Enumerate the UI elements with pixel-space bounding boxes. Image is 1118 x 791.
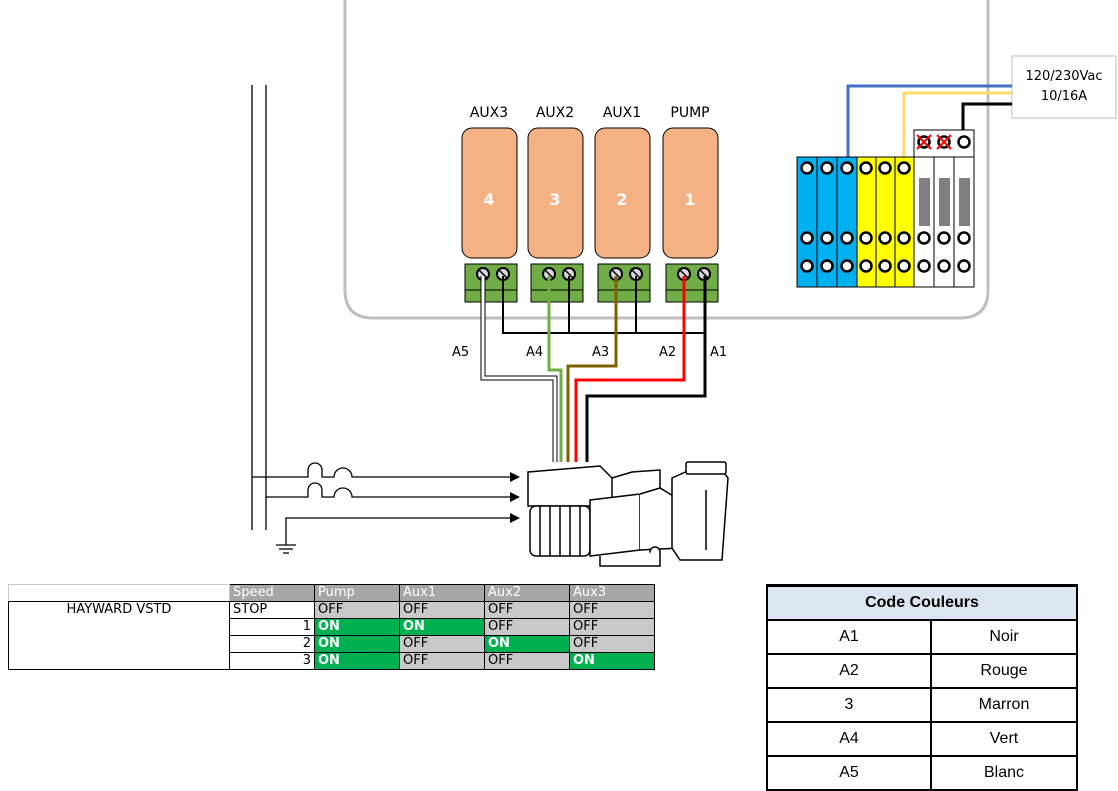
model-name: HAYWARD VSTD [8, 601, 230, 670]
table-cell: 2 [229, 635, 315, 653]
table-cell: ON [484, 635, 570, 653]
enclosure-outline [343, 0, 990, 320]
table-cell: OFF [399, 635, 485, 653]
color-code-title: Code Couleurs [766, 584, 1078, 621]
table-header: Pump [314, 584, 400, 602]
table-row: A4 Vert [766, 721, 1078, 757]
wire-code: A1 [766, 619, 932, 655]
mains-lines [251, 85, 510, 554]
table-cell: ON [569, 652, 655, 670]
table-cell: 1 [229, 618, 315, 636]
table-cell: ON [399, 618, 485, 636]
table-cell: OFF [484, 618, 570, 636]
color-code-table: Code Couleurs A1 Noir A2 Rouge 3 Marron … [766, 584, 1078, 791]
supply-voltage-label: 120/230Vac [1025, 69, 1102, 84]
table-row: HAYWARD VSTD STOP OFF OFF OFF OFF [8, 601, 655, 670]
wire-color-name: Blanc [930, 755, 1078, 791]
table-cell: OFF [484, 601, 570, 619]
supply-current-label: 10/16A [1041, 89, 1087, 104]
unused-terminal-cross-icon [916, 134, 952, 150]
relay-label: PUMP [670, 105, 709, 121]
table-cell: STOP [229, 601, 315, 619]
pump-icon [527, 461, 729, 567]
wire-code: 3 [766, 687, 932, 723]
table-row: Speed Pump Aux1 Aux2 Aux3 [8, 584, 655, 602]
table-row: 2 ON OFF ON OFF [9, 635, 655, 653]
wire-label-a3: A3 [592, 345, 609, 360]
relay-pump: PUMP 1 [662, 105, 719, 259]
table-cell: ON [314, 652, 400, 670]
table-cell: OFF [569, 618, 655, 636]
wire-code: A5 [766, 755, 932, 791]
wire-code: A4 [766, 721, 932, 757]
wire-a4 [547, 276, 563, 462]
table-cell: OFF [569, 601, 655, 619]
table-row: A2 Rouge [766, 653, 1078, 689]
wire-label-a1: A1 [710, 345, 727, 360]
wire-code: A2 [766, 653, 932, 689]
wire-label-a4: A4 [526, 345, 543, 360]
table-cell: OFF [399, 601, 485, 619]
table-row: A1 Noir [766, 619, 1078, 655]
table-cell: OFF [569, 635, 655, 653]
relay-aux2: AUX2 3 [527, 105, 584, 259]
speed-table: Speed Pump Aux1 Aux2 Aux3 HAYWARD VSTD S… [8, 584, 655, 670]
wire-color-name: Noir [930, 619, 1078, 655]
table-row: 1 ON ON OFF OFF [9, 618, 655, 636]
table-row: 3 ON OFF OFF ON [9, 652, 655, 670]
wire-a1 [585, 372, 707, 462]
table-cell [8, 584, 230, 602]
power-supply-box [1011, 55, 1117, 119]
wire-color-name: Vert [930, 721, 1078, 757]
wire-a2 [574, 276, 686, 462]
table-cell: ON [314, 635, 400, 653]
wiring-diagram: 120/230Vac 10/16A [251, 0, 1117, 567]
table-row: Code Couleurs [766, 584, 1078, 621]
relay-aux1: AUX1 2 [594, 105, 651, 259]
relay-number: 2 [616, 190, 627, 209]
relay-number: 4 [483, 190, 494, 209]
common-bus-wire [502, 276, 705, 334]
terminal-block [796, 129, 975, 288]
table-header: Aux2 [484, 584, 570, 602]
table-header: Speed [229, 584, 315, 602]
relay-label: AUX1 [603, 105, 641, 121]
table-cell: ON [314, 618, 400, 636]
table-cell: OFF [399, 652, 485, 670]
wire-a5 [480, 276, 558, 462]
table-cell: OFF [484, 652, 570, 670]
live-supply-wire [902, 91, 1012, 165]
relay-label: AUX3 [470, 105, 508, 121]
wire-color-name: Rouge [930, 653, 1078, 689]
neutral-supply-wire [846, 84, 1012, 165]
table-header: Aux1 [399, 584, 485, 602]
relay-terminals [464, 263, 719, 303]
wire-a3 [566, 276, 618, 462]
wire-label-a5: A5 [452, 345, 469, 360]
wire-color-name: Marron [930, 687, 1078, 723]
relay-aux3: AUX3 4 [461, 105, 518, 259]
table-cell: OFF [314, 601, 400, 619]
relay-number: 1 [684, 190, 695, 209]
arrowheads [510, 472, 520, 523]
relay-label: AUX2 [536, 105, 574, 121]
table-row: A5 Blanc [766, 755, 1078, 791]
table-header: Aux3 [569, 584, 655, 602]
wire-label-a2: A2 [659, 345, 676, 360]
table-row: 3 Marron [766, 687, 1078, 723]
table-cell: 3 [229, 652, 315, 670]
relay-number: 3 [549, 190, 560, 209]
